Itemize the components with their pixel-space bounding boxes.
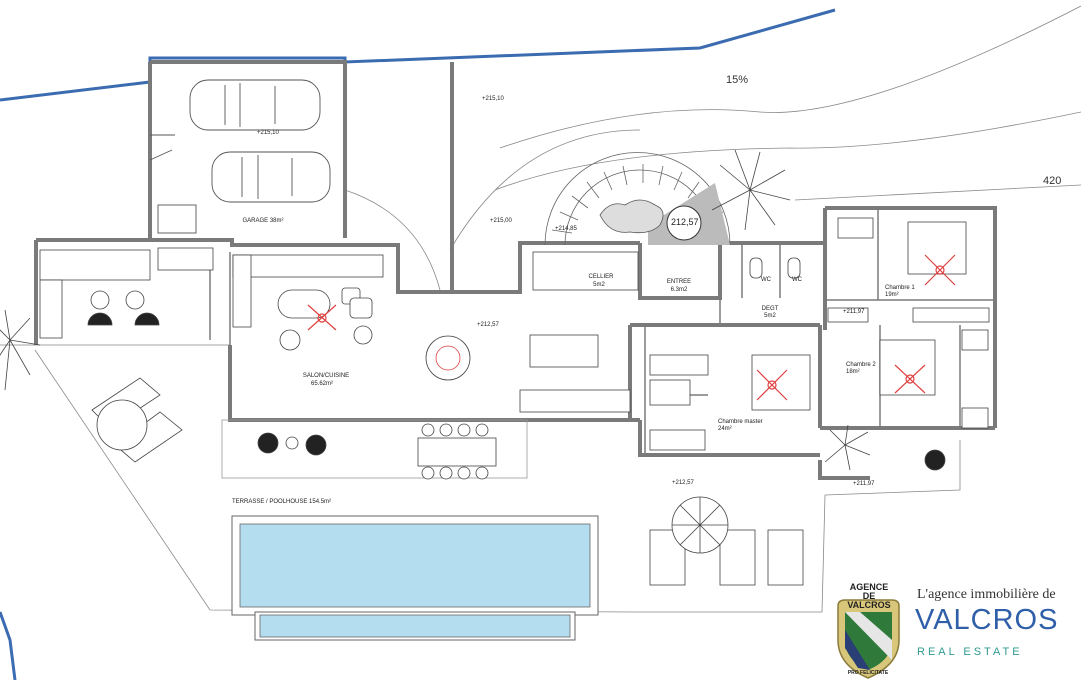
room-terrasse-label: TERRASSE / POOLHOUSE 154.5m² (232, 499, 332, 505)
spiral-staircase (544, 152, 731, 246)
room-chambre2-name: Chambre 2 (846, 362, 876, 368)
elevation-salon: +212,57 (477, 322, 499, 328)
elevation-stair: +214,85 (555, 226, 577, 232)
room-salon-name: SALON/CUISINE (302, 373, 350, 379)
spiral-level-label: 212,57 (671, 217, 699, 227)
brand-tagline: L'agence immobilière de (917, 587, 1056, 602)
pool (231, 515, 599, 641)
room-cellier-area: 5m2 (593, 282, 605, 288)
garage-cars (149, 79, 331, 234)
room-salon-area: 65.62m² (310, 381, 334, 387)
inner-walls (209, 208, 995, 455)
room-wc1-label: WC (761, 277, 771, 283)
palm-trees (0, 149, 871, 471)
badge-motto: PRO FELICITATE (847, 670, 889, 676)
room-master-area: 24m² (718, 426, 732, 432)
slope-label: 15% (726, 74, 749, 86)
badge-title: AGENCE DE VALCROS (847, 582, 891, 610)
valcros-badge (837, 599, 900, 679)
elevation-chambre1: +211,97 (843, 309, 865, 315)
elevation-terrace: +212,57 (672, 480, 694, 486)
room-garage-label: GARAGE 38m² (242, 218, 284, 224)
room-chambre1-name: Chambre 1 (885, 285, 915, 291)
elevation-front: +215,00 (490, 218, 512, 224)
level-label: 420 (1043, 175, 1062, 187)
elevation-top: +215,10 (482, 96, 504, 102)
room-entree-area: 6.3m2 (670, 287, 688, 293)
elevation-east: +211,97 (853, 481, 875, 487)
room-cellier-name: CELLIER (588, 274, 614, 280)
room-master-name: Chambre master (718, 419, 763, 425)
brand-name: VALCROS (915, 604, 1059, 636)
terrace-outline (221, 419, 528, 479)
room-wc2-label: WC (792, 277, 802, 283)
room-entree-name: ENTREE (666, 279, 692, 285)
room-chambre1-area: 19m² (885, 292, 899, 298)
ceiling-fan-icons (307, 254, 956, 401)
furniture (39, 217, 990, 586)
room-degt-name: DEGT (761, 306, 779, 312)
elevation-garage: +215,10 (257, 130, 279, 136)
room-chambre2-area: 18m² (846, 369, 860, 375)
brand-subtitle: REAL ESTATE (917, 646, 1023, 658)
room-degt-area: 5m2 (764, 313, 776, 319)
